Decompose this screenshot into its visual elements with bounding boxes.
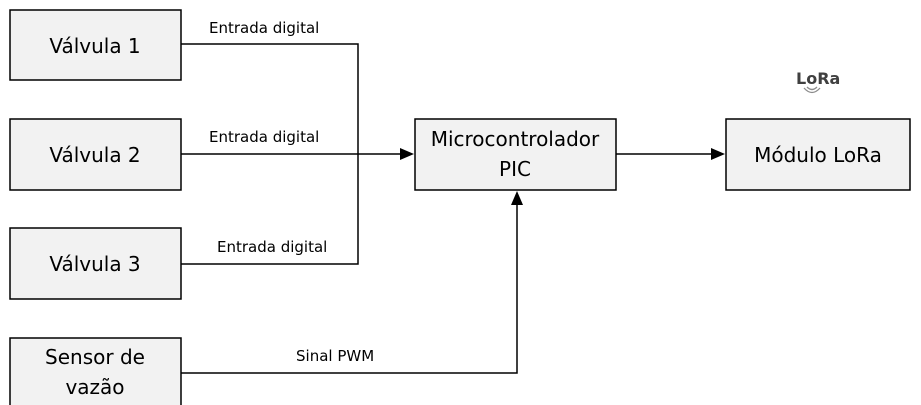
sensor-vazao-label-line2: vazão xyxy=(65,375,124,399)
valvula-1-label: Válvula 1 xyxy=(49,34,140,58)
microcontrolador-pic-box xyxy=(414,118,617,191)
arrowhead-into-lora xyxy=(711,148,725,160)
valvula-2-label: Válvula 2 xyxy=(49,143,140,167)
microcontrolador-label-line2: PIC xyxy=(499,157,531,181)
edge-label-valvula-2: Entrada digital xyxy=(209,128,319,146)
modulo-lora-box xyxy=(725,118,911,191)
arrowhead-into-mcu xyxy=(400,148,414,160)
valvula-2-box xyxy=(9,118,182,191)
lora-logo: LoRa xyxy=(796,69,840,94)
microcontrolador-label-line1: Microcontrolador xyxy=(431,127,600,151)
valvula-1-box xyxy=(9,9,182,81)
edge-label-sensor: Sinal PWM xyxy=(296,347,374,365)
lora-logo-text: LoRa xyxy=(796,69,840,88)
arrowhead-sensor-into-mcu xyxy=(511,191,523,205)
sensor-vazao-label-line1: Sensor de xyxy=(45,345,145,369)
lora-logo-wave-outer xyxy=(803,87,821,94)
edge-label-valvula-3: Entrada digital xyxy=(217,238,327,256)
modulo-lora-label: Módulo LoRa xyxy=(754,143,882,167)
sensor-to-mcu-line xyxy=(181,203,518,374)
valvula-3-box xyxy=(9,227,182,300)
lora-logo-wave-inner xyxy=(806,86,818,91)
edge-label-valvula-1: Entrada digital xyxy=(209,19,319,37)
valvula-3-label: Válvula 3 xyxy=(49,252,140,276)
